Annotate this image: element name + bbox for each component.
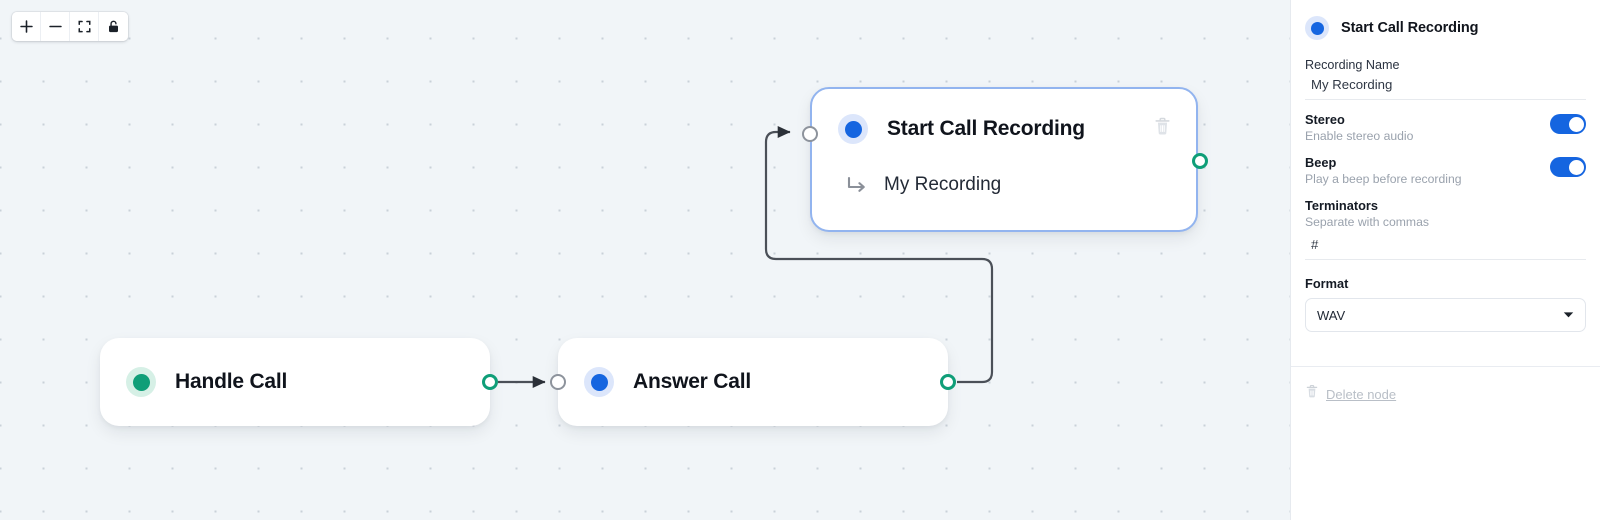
node-status-dot-icon <box>126 367 156 397</box>
canvas-toolbar <box>12 12 128 41</box>
node-handle-call-source-handle[interactable] <box>482 374 498 390</box>
plus-icon <box>19 20 33 33</box>
minus-icon <box>48 25 62 28</box>
terminators-label: Terminators <box>1305 198 1379 213</box>
delete-node-label: Delete node <box>1326 386 1397 402</box>
format-select-value: WAV <box>1317 307 1346 323</box>
lock-icon <box>109 20 118 33</box>
node-start-call-recording-target-handle[interactable] <box>802 126 818 142</box>
node-handle-call-title: Handle Call <box>175 370 288 393</box>
node-delete-icon[interactable] <box>1153 117 1172 142</box>
beep-label: Beep <box>1305 155 1337 170</box>
arrow-turn-down-right-icon <box>846 175 868 195</box>
zoom-in-button[interactable] <box>12 12 41 41</box>
beep-description: Play a beep before recording <box>1305 172 1462 186</box>
node-start-call-recording[interactable]: Start Call Recording <box>802 87 1208 232</box>
node-handle-call[interactable]: Handle Call <box>100 338 498 426</box>
recording-name-label: Recording Name <box>1305 58 1400 72</box>
beep-toggle-knob <box>1568 159 1584 175</box>
stereo-label: Stereo <box>1305 112 1345 127</box>
stereo-setting-row: Stereo Enable stereo audio <box>1305 112 1586 143</box>
panel-node-dot-icon <box>1305 16 1329 40</box>
node-start-call-recording-subtitle: My Recording <box>884 174 1002 195</box>
node-status-dot-icon <box>584 367 614 397</box>
beep-toggle[interactable] <box>1550 157 1586 177</box>
stereo-toggle-knob <box>1568 116 1584 132</box>
beep-setting-row: Beep Play a beep before recording <box>1305 155 1586 186</box>
stereo-toggle[interactable] <box>1550 114 1586 134</box>
chevron-down-icon <box>1563 306 1574 324</box>
panel-title: Start Call Recording <box>1341 20 1479 36</box>
fit-view-button[interactable] <box>70 12 99 41</box>
terminators-setting-row: Terminators Separate with commas <box>1305 198 1586 260</box>
flow-canvas[interactable]: Handle Call Answer Call Start Call Recor… <box>0 0 1290 520</box>
format-setting-row: Format WAV <box>1305 276 1586 332</box>
node-answer-call-title: Answer Call <box>633 370 752 393</box>
format-select[interactable]: WAV <box>1305 298 1586 332</box>
panel-header: Start Call Recording <box>1305 0 1586 48</box>
trash-icon <box>1155 117 1170 135</box>
node-answer-call[interactable]: Answer Call <box>550 338 956 426</box>
node-answer-call-header: Answer Call <box>558 338 948 426</box>
stereo-description: Enable stereo audio <box>1305 129 1414 143</box>
node-properties-panel: Start Call Recording Recording Name Ster… <box>1290 0 1600 520</box>
terminators-description: Separate with commas <box>1305 215 1429 229</box>
lock-button[interactable] <box>99 12 128 41</box>
edge-layer <box>498 125 994 389</box>
zoom-out-button[interactable] <box>41 12 70 41</box>
panel-footer: Delete node <box>1291 366 1600 404</box>
node-status-dot-icon <box>838 114 868 144</box>
node-handle-call-header: Handle Call <box>100 338 490 426</box>
node-start-call-recording-source-handle[interactable] <box>1192 153 1208 169</box>
recording-name-input[interactable] <box>1305 72 1586 100</box>
delete-node-button[interactable]: Delete node <box>1305 384 1396 404</box>
node-answer-call-target-handle[interactable] <box>550 374 566 390</box>
trash-icon <box>1305 384 1319 404</box>
node-start-call-recording-header: Start Call Recording <box>812 89 1196 169</box>
format-label: Format <box>1305 276 1349 291</box>
node-start-call-recording-title: Start Call Recording <box>887 117 1085 140</box>
fit-view-icon <box>78 20 90 33</box>
terminators-input[interactable] <box>1305 232 1586 260</box>
node-answer-call-source-handle[interactable] <box>940 374 956 390</box>
